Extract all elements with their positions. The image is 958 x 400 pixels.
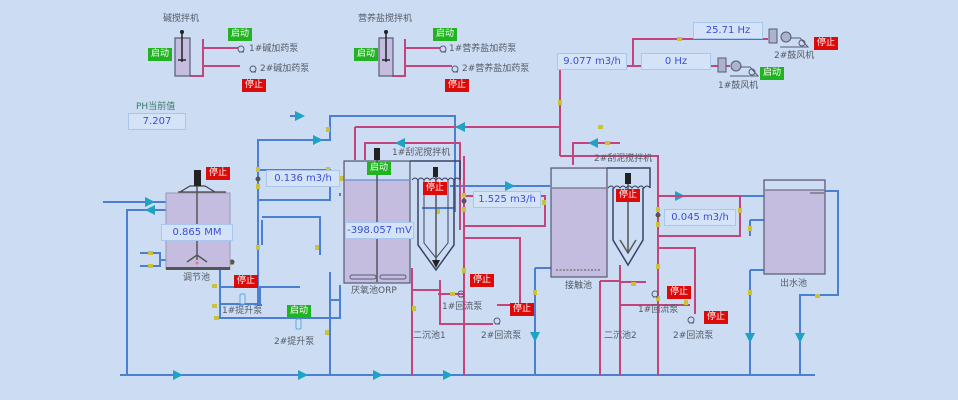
return-pump-2a-icon	[651, 290, 659, 298]
lift-pump-1-stop-button[interactable]: 停止	[234, 275, 259, 288]
nutrient-pump-1-label: 1#营养盐加药泵	[449, 44, 517, 54]
lift-pump-1-label: 1#提升泵	[222, 306, 263, 316]
scraper-2-label: 2#刮泥搅拌机	[594, 154, 653, 164]
valve-markers	[148, 37, 820, 335]
return-pump-1-1-label: 1#回流泵	[442, 302, 483, 312]
blower-2-freq-value: 25.71 Hz	[693, 22, 763, 39]
ph-title: PH当前值	[136, 102, 176, 112]
nutrient-pump-2-label: 2#营养盐加药泵	[462, 64, 530, 74]
equalization-tank-label: 调节池	[183, 273, 211, 283]
alkali-pump-1-icon	[237, 45, 245, 53]
blower-1-freq-value: 0 Hz	[641, 53, 711, 70]
outlet-tank-label: 出水池	[780, 279, 808, 289]
return-pump-1b-icon	[493, 317, 501, 325]
alkali-pump-2-icon	[249, 65, 257, 73]
blower-1-label: 1#鼓风机	[718, 81, 759, 91]
lift-pump-2-start-button[interactable]: 启动	[287, 305, 312, 318]
return-pump-2-2-label: 2#回流泵	[673, 331, 714, 341]
return-pump-2-2-stop-button[interactable]: 停止	[704, 311, 729, 324]
lift-pump-1-icon	[239, 293, 246, 305]
return-pump-2-1-label: 1#回流泵	[638, 305, 679, 315]
anoxic-orp-value: -398.057 mV	[345, 222, 414, 239]
nutrient-pump-2-icon	[451, 65, 459, 73]
nutrient-pump-1-start-button[interactable]: 启动	[433, 28, 458, 41]
blower-2-icon[interactable]	[768, 28, 810, 48]
clarifier-1[interactable]	[410, 160, 461, 272]
alkali-mixer-label: 碱搅拌机	[163, 14, 200, 24]
lift-pump-2-label: 2#提升泵	[274, 337, 315, 347]
return-pump-1a-icon	[457, 290, 465, 298]
nutrient-mixer-tank[interactable]	[378, 30, 394, 77]
nutrient-pump-1-icon	[439, 45, 447, 53]
return-pump-2-1-stop-button[interactable]: 停止	[667, 286, 692, 299]
nutrient-mixer-label: 营养盐搅拌机	[358, 14, 413, 24]
scraper-1-label: 1#刮泥搅拌机	[392, 148, 451, 158]
contact-tank[interactable]	[550, 167, 608, 278]
scraper-1-stop-button[interactable]: 停止	[423, 182, 448, 195]
equalization-mixer-stop-button[interactable]: 停止	[206, 167, 231, 180]
blower-1-icon[interactable]	[717, 57, 760, 77]
return-pump-1-2-stop-button[interactable]: 停止	[510, 303, 535, 316]
return-pump-1-2-label: 2#回流泵	[481, 331, 522, 341]
return-pump-1-1-stop-button[interactable]: 停止	[470, 274, 495, 287]
air-flow-value: 9.077 m3/h	[557, 53, 627, 70]
clarifier-2[interactable]	[607, 167, 651, 267]
blower-1-start-button[interactable]: 启动	[760, 67, 785, 80]
ph-value: 7.207	[128, 113, 186, 130]
alkali-pump-1-start-button[interactable]: 启动	[228, 28, 253, 41]
alkali-pump-1-label: 1#碱加药泵	[249, 44, 299, 54]
lift-pump-icons	[239, 293, 302, 330]
anoxic-tank-label: 厌氧池ORP	[351, 286, 397, 296]
water-pipes	[103, 111, 839, 380]
alkali-pump-2-label: 2#碱加药泵	[260, 64, 310, 74]
clarifier-1-flow-value: 1.525 m3/h	[473, 191, 541, 208]
alkali-mixer-start-button[interactable]: 启动	[148, 48, 173, 61]
return-pump-2b-icon	[687, 316, 695, 324]
alkali-pump-2-stop-button[interactable]: 停止	[242, 79, 267, 92]
scraper-2-stop-button[interactable]: 停止	[616, 189, 641, 202]
clarifier-2-flow-value: 0.045 m3/h	[664, 209, 736, 226]
nutrient-pump-2-stop-button[interactable]: 停止	[445, 79, 470, 92]
clarifier-1-label: 二沉池1	[413, 331, 446, 341]
nutrient-mixer-start-button[interactable]: 启动	[354, 48, 379, 61]
pump-icons	[237, 45, 695, 325]
blower-2-label: 2#鼓风机	[774, 51, 815, 61]
flow-sensor-dots	[229, 176, 661, 265]
contact-tank-label: 接触池	[565, 281, 593, 291]
alkali-mixer-tank[interactable]	[174, 30, 191, 77]
equalization-tank[interactable]	[165, 170, 231, 270]
outlet-tank[interactable]	[763, 179, 826, 275]
lift-pump-2-icon	[295, 318, 302, 330]
clarifier-2-label: 二沉池2	[604, 331, 637, 341]
blower-2-stop-button[interactable]: 停止	[814, 37, 839, 50]
lift-flow-value: 0.136 m3/h	[266, 170, 340, 187]
anoxic-start-button[interactable]: 启动	[367, 162, 392, 175]
equalization-level-value: 0.865 MM	[161, 224, 233, 241]
